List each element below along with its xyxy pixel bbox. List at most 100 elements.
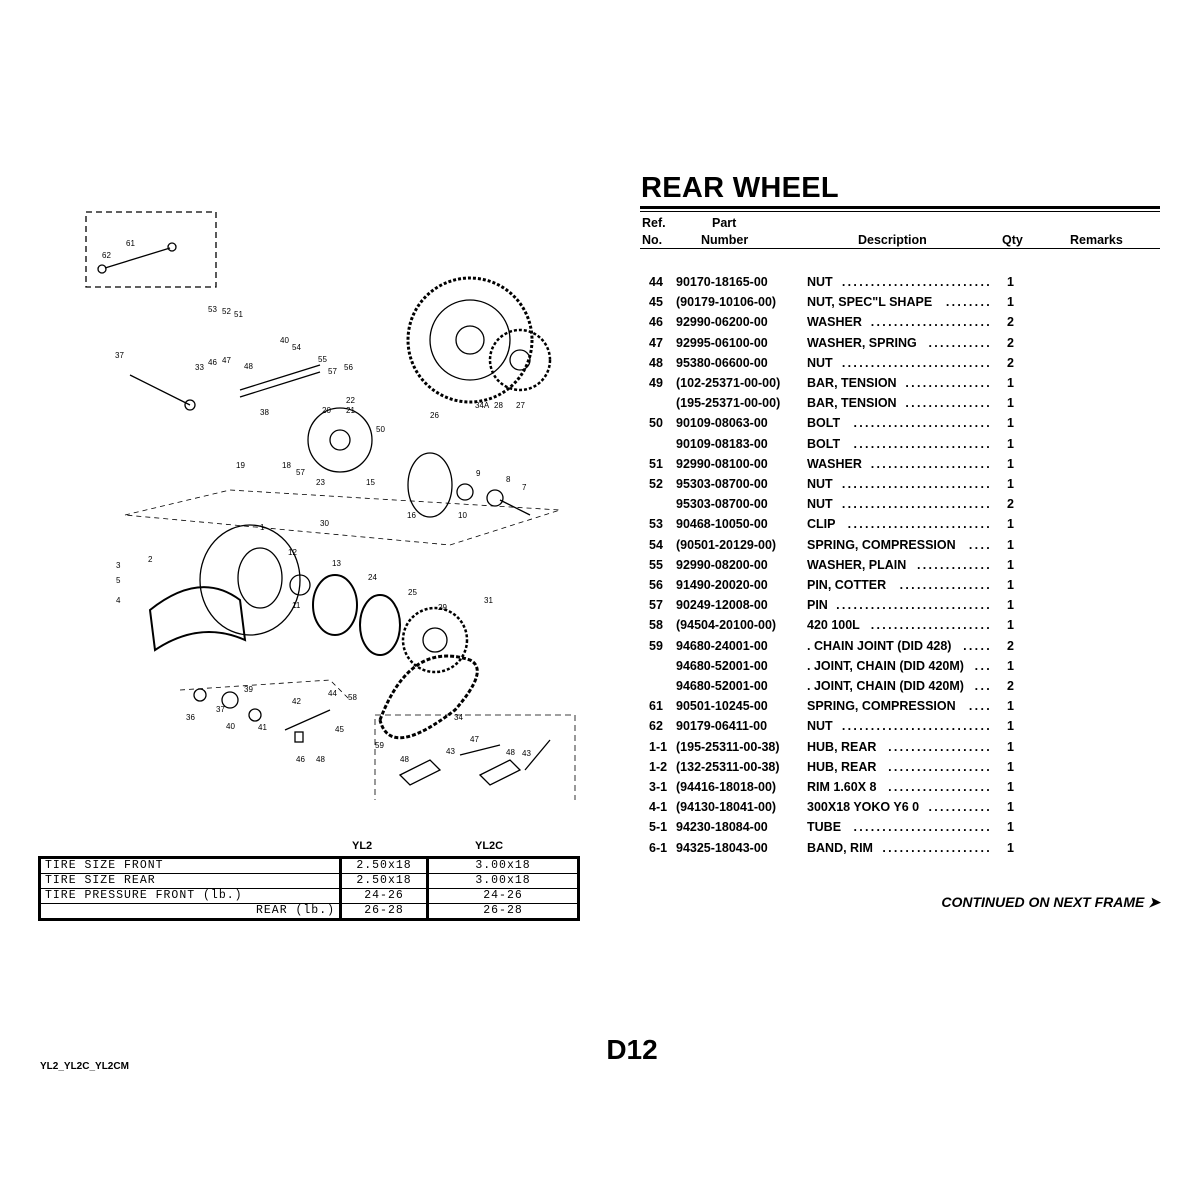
qty: 1 — [1007, 618, 1014, 633]
leader-dots: ........................ — [853, 436, 992, 451]
table-row: 4-1 (94130-18041-00) 300X18 YOKO Y6 0...… — [640, 799, 1160, 819]
diagram-callout: 52 — [222, 307, 231, 316]
leader-dots: ..................... — [870, 315, 992, 330]
description-text: TUBE — [807, 820, 842, 835]
qty: 1 — [1007, 416, 1014, 431]
ref-no: 49 — [649, 376, 663, 390]
tire — [148, 586, 247, 652]
table-row: 52 95303-08700-00 NUT...................… — [640, 476, 1160, 496]
diagram-callout: 22 — [346, 396, 355, 405]
diagram-callout: 27 — [516, 401, 525, 410]
diagram-callout: 29 — [438, 603, 447, 612]
ref-no: 46 — [649, 315, 663, 330]
sprocket-large — [406, 276, 534, 404]
part-number: 92995-06100-00 — [676, 335, 768, 350]
description: NUT.......................... — [807, 274, 992, 290]
qty: 2 — [1007, 638, 1014, 653]
header-description: Description — [858, 233, 927, 247]
tire-yl2c: 3.00x18 — [426, 857, 579, 874]
description: PIN........................... — [807, 597, 992, 613]
part-number: 90501-10245-00 — [676, 699, 768, 714]
ref-no: 51 — [649, 456, 663, 471]
header-remarks: Remarks — [1070, 233, 1123, 247]
diagram-callout: 26 — [430, 411, 439, 420]
ref-no: 56 — [649, 578, 663, 592]
part-number: (94504-20100-00) — [676, 618, 777, 633]
leader-dots: ........ — [945, 295, 992, 310]
ref-no: 61 — [649, 699, 663, 714]
page-label: D12 — [606, 1034, 658, 1065]
description: NUT.......................... — [807, 718, 992, 734]
header-part-1: Part — [712, 216, 737, 230]
qty: 1 — [1007, 557, 1014, 572]
table-row: 59 94680-24001-00 . CHAIN JOINT (DID 428… — [640, 638, 1160, 658]
leader-dots: .......................... — [841, 719, 992, 734]
part-number: 92990-08100-00 — [676, 456, 768, 471]
diagram-callout: 3 — [116, 561, 121, 570]
table-row: 57 90249-12008-00 PIN...................… — [640, 597, 1160, 617]
diagram-callout: 38 — [260, 408, 269, 417]
diagram-callout: 8 — [506, 475, 511, 484]
part-number: 90468-10050-00 — [676, 517, 768, 532]
diagram-callout: 37 — [115, 351, 124, 360]
description-text: PIN — [807, 598, 828, 613]
diagram-callout: 54 — [292, 343, 301, 352]
brake-shoe — [407, 452, 453, 518]
diagram-callout: 30 — [320, 519, 329, 528]
tire-yl2: 24-26 — [339, 888, 428, 904]
leader-dots: .... — [968, 537, 992, 552]
leader-dots: ............... — [905, 396, 992, 411]
leader-dots: ..... — [963, 638, 992, 653]
diagram-callout: 16 — [407, 511, 416, 520]
qty: 1 — [1007, 598, 1014, 613]
qty: 2 — [1007, 679, 1014, 693]
title-rule-thin — [640, 211, 1160, 212]
description: CLIP......................... — [807, 516, 992, 532]
diagram-callout: 62 — [102, 251, 111, 260]
diagram-callout: 57 — [296, 468, 305, 477]
description-text: BAND, RIM — [807, 840, 873, 855]
diagram-callout: 55 — [318, 355, 327, 364]
diagram-callout: 47 — [470, 735, 479, 744]
qty: 1 — [1007, 840, 1014, 855]
qty: 1 — [1007, 820, 1014, 835]
diagram-callout: 48 — [506, 748, 515, 757]
table-row: 62 90179-06411-00 NUT...................… — [640, 718, 1160, 738]
part-number: 94680-52001-00 — [676, 679, 768, 693]
diagram-callout: 47 — [222, 356, 231, 365]
diagram-callout: 10 — [458, 511, 467, 520]
description: BAR, TENSION............... — [807, 375, 992, 391]
description-text: NUT — [807, 477, 833, 491]
qty: 1 — [1007, 780, 1014, 794]
leader-dots: .................. — [888, 759, 992, 774]
diagram-callout: 48 — [400, 755, 409, 764]
diagram-callout: 58 — [348, 693, 357, 702]
tire-yl2c: 3.00x18 — [426, 873, 579, 889]
part-number: 95303-08700-00 — [676, 497, 768, 512]
table-row: 53 90468-10050-00 CLIP..................… — [640, 516, 1160, 536]
part-number: 94680-52001-00 — [676, 658, 768, 673]
description: NUT.......................... — [807, 496, 992, 512]
leader-dots: .................. — [888, 739, 992, 754]
diagram-callout: 12 — [288, 548, 297, 557]
table-row: 6-1 94325-18043-00 BAND, RIM............… — [640, 840, 1160, 860]
description-text: NUT — [807, 355, 833, 370]
diagram-callout: 43 — [522, 749, 531, 758]
part-number: 94230-18084-00 — [676, 820, 768, 835]
part-number: (94416-18018-00) — [676, 780, 777, 794]
leader-dots: ................ — [899, 578, 992, 592]
leader-dots: ................... — [882, 840, 992, 855]
header-ref-1: Ref. — [642, 216, 666, 230]
tire-yl2c: 26-28 — [426, 903, 579, 920]
ref-no: 52 — [649, 477, 663, 491]
description: NUT.......................... — [807, 476, 992, 492]
leader-dots: ............... — [905, 376, 992, 390]
tire-label: TIRE SIZE REAR — [39, 873, 341, 889]
description-text: SPRING, COMPRESSION — [807, 699, 956, 714]
diagram-callout: 41 — [258, 723, 267, 732]
description: SPRING, COMPRESSION.... — [807, 698, 992, 714]
qty: 1 — [1007, 477, 1014, 491]
description-text: NUT — [807, 275, 833, 289]
diagram-callout: 24 — [368, 573, 377, 582]
description-text: RIM 1.60X 8 — [807, 780, 877, 794]
